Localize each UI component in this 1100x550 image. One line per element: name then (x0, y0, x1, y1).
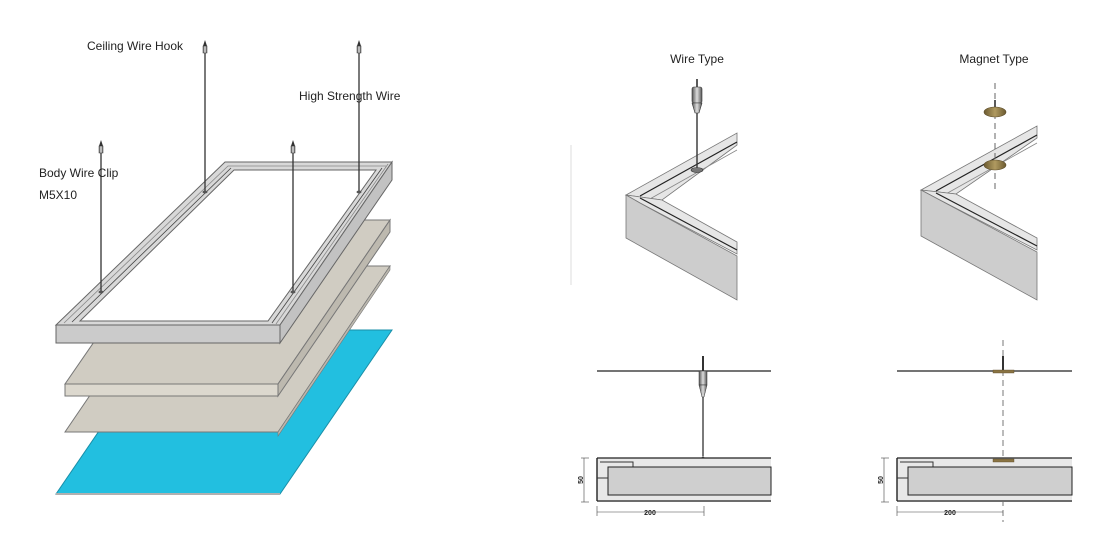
wire-front-left (98, 140, 104, 294)
body-wire-clip-label: Body Wire Clip (39, 166, 119, 180)
wire-hook (690, 79, 704, 173)
magnet-dim-height: 50 (878, 476, 885, 484)
wire-dim-height: 50 (578, 476, 585, 484)
high-strength-wire-label: High Strength Wire (299, 89, 401, 103)
wire-back-right (356, 40, 362, 194)
wire-type-isometric: Wire Type (570, 52, 738, 301)
magnet-type-isometric: Magnet Type (919, 52, 1038, 301)
frame-layer (54, 160, 393, 345)
magnet-type-section: 50 200 (878, 340, 1073, 522)
wire-back-left (202, 40, 208, 194)
clip-spec-label: M5X10 (39, 188, 77, 202)
wire-front-right (290, 140, 296, 294)
wire-dim-width: 200 (644, 510, 656, 517)
magnet-top (983, 100, 1007, 118)
exploded-view: Ceiling Wire Hook High Strength Wire Bod… (39, 39, 401, 495)
wire-type-section: 50 200 (578, 356, 772, 517)
wire-type-title: Wire Type (670, 52, 724, 66)
magnet-type-title: Magnet Type (959, 52, 1028, 66)
ceiling-hook-label: Ceiling Wire Hook (87, 39, 184, 53)
suspension-wires (98, 40, 362, 294)
magnet-dim-width: 200 (944, 510, 956, 517)
magnet-bottom (983, 159, 1007, 171)
